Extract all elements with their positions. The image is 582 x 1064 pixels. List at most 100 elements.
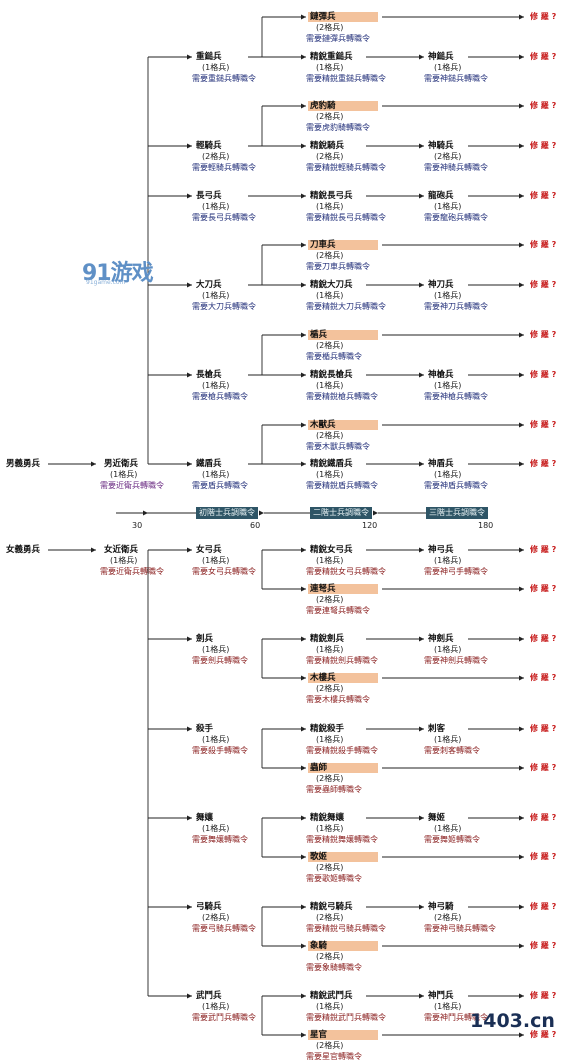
female-upgrade-0: 修 羅 ? [530, 545, 557, 554]
arrowhead [519, 765, 524, 771]
male-alt-1-name: 虎豹騎 [308, 101, 378, 111]
arrowhead [373, 510, 378, 516]
female-t2-3-name: 精銳舞孃 [310, 813, 345, 823]
arrowhead [301, 765, 306, 771]
female-upgrade-2: 修 羅 ? [530, 724, 557, 733]
female-alt-3-name: 歌姬 [308, 852, 378, 862]
male-t1-0-size: (1格兵) [202, 63, 230, 72]
male-t1-4-size: (1格兵) [202, 381, 230, 390]
male-t2-2-requirement: 需要精銳長弓兵轉職令 [306, 213, 386, 222]
female-t3-2-size: (1格兵) [434, 735, 462, 744]
arrowhead [519, 103, 524, 109]
arrowhead [301, 14, 306, 20]
male-t3-0-requirement: 需要神鎚兵轉職令 [424, 74, 488, 83]
arrowhead [519, 461, 524, 467]
male-alt-0-name: 鏈彈兵 [308, 12, 378, 22]
female-t3-5-requirement: 需要神鬥兵轉職令 [424, 1013, 488, 1022]
arrowhead [419, 636, 424, 642]
male-t1-3-name: 大刀兵 [196, 280, 222, 290]
arrowhead [187, 54, 192, 60]
female-t1-3-name: 舞孃 [196, 813, 214, 823]
arrowhead [519, 14, 524, 20]
arrowhead [519, 143, 524, 149]
female-t3-0-size: (1格兵) [434, 556, 462, 565]
male-t2-5-name: 精銳鐵盾兵 [310, 459, 353, 469]
female-alt-upgrade-2: 修 羅 ? [530, 763, 557, 772]
male-t1-3-requirement: 需要大刀兵轉職令 [192, 302, 256, 311]
male-t2-0-name: 精銳重鎚兵 [310, 52, 353, 62]
arrowhead [301, 372, 306, 378]
female-alt-4-size: (2格兵) [316, 952, 344, 961]
female-t1-5-name: 武鬥兵 [196, 991, 222, 1001]
male-upgrade-2: 修 羅 ? [530, 191, 557, 200]
arrowhead [419, 193, 424, 199]
male-t2-2-name: 精銳長弓兵 [310, 191, 353, 201]
male-t3-0-size: (1格兵) [434, 63, 462, 72]
male-t3-5-requirement: 需要神盾兵轉職令 [424, 481, 488, 490]
male-alt-5-name: 木獸兵 [308, 420, 378, 430]
arrowhead [91, 547, 96, 553]
male-alt-upgrade-5: 修 羅 ? [530, 420, 557, 429]
arrowhead [519, 332, 524, 338]
female-t3-2-requirement: 需要刺客轉職令 [424, 746, 480, 755]
arrowhead [419, 815, 424, 821]
female-t1-0-name: 女弓兵 [196, 545, 222, 555]
arrowhead [301, 54, 306, 60]
male-upgrade-5: 修 羅 ? [530, 459, 557, 468]
female-alt-upgrade-4: 修 羅 ? [530, 941, 557, 950]
female-t2-4-size: (2格兵) [316, 913, 344, 922]
arrowhead [419, 143, 424, 149]
arrowhead [301, 854, 306, 860]
arrowhead [519, 726, 524, 732]
female-t1-5-size: (1格兵) [202, 1002, 230, 1011]
male-t3-2-size: (1格兵) [434, 202, 462, 211]
female-t1-2-name: 殺手 [196, 724, 214, 734]
male-alt-3-size: (2格兵) [316, 251, 344, 260]
male-t2-4-name: 精銳長槍兵 [310, 370, 353, 380]
axis-tick-0: 30 [132, 521, 143, 530]
female-t3-4-size: (2格兵) [434, 913, 462, 922]
arrowhead [301, 143, 306, 149]
female-t2-3-requirement: 需要精銳舞孃轉職令 [306, 835, 378, 844]
female-t3-4-requirement: 需要神弓騎兵轉職令 [424, 924, 496, 933]
male-upgrade-3: 修 羅 ? [530, 280, 557, 289]
female-t1-5-requirement: 需要武鬥兵轉職令 [192, 1013, 256, 1022]
female-t1-4-name: 弓騎兵 [196, 902, 222, 912]
male-t2-3-size: (1格兵) [316, 291, 344, 300]
female-alt-4-requirement: 需要象騎轉職令 [306, 963, 362, 972]
female-t1-3-requirement: 需要舞孃轉職令 [192, 835, 248, 844]
arrowhead [519, 422, 524, 428]
male-t3-0-name: 神鎚兵 [428, 52, 454, 62]
male-t2-4-requirement: 需要精銳槍兵轉職令 [306, 392, 378, 401]
arrowhead [301, 332, 306, 338]
male-t2-1-size: (2格兵) [316, 152, 344, 161]
female-alt-1-requirement: 需要木樓兵轉職令 [306, 695, 370, 704]
arrowhead [419, 461, 424, 467]
female-t2-1-requirement: 需要精銳劍兵轉職令 [306, 656, 378, 665]
female-t2-5-requirement: 需要精銳武鬥兵轉職令 [306, 1013, 386, 1022]
female-t2-0-requirement: 需要精銳女弓兵轉職令 [306, 567, 386, 576]
male-t3-5-name: 神盾兵 [428, 459, 454, 469]
stage-label-1: 二階士兵調職令 [310, 507, 372, 519]
female-t3-0-requirement: 需要神弓手轉職令 [424, 567, 488, 576]
arrowhead [187, 193, 192, 199]
male-t3-1-size: (2格兵) [434, 152, 462, 161]
axis-tick-3: 180 [478, 521, 494, 530]
male-guard-name: 男近衛兵 [104, 459, 139, 469]
female-t2-1-name: 精銳劍兵 [310, 634, 345, 644]
arrowhead [301, 422, 306, 428]
arrowhead [301, 636, 306, 642]
female-t2-2-name: 精銳殺手 [310, 724, 345, 734]
female-alt-1-name: 木樓兵 [308, 673, 378, 683]
female-alt-upgrade-1: 修 羅 ? [530, 673, 557, 682]
arrowhead [519, 193, 524, 199]
female-t2-3-size: (1格兵) [316, 824, 344, 833]
female-alt-0-size: (2格兵) [316, 595, 344, 604]
male-t1-4-requirement: 需要槍兵轉職令 [192, 392, 248, 401]
arrowhead [519, 636, 524, 642]
male-t3-4-size: (1格兵) [434, 381, 462, 390]
arrowhead [519, 1032, 524, 1038]
arrowhead [419, 904, 424, 910]
male-alt-3-requirement: 需要刀車兵轉職令 [306, 262, 370, 271]
